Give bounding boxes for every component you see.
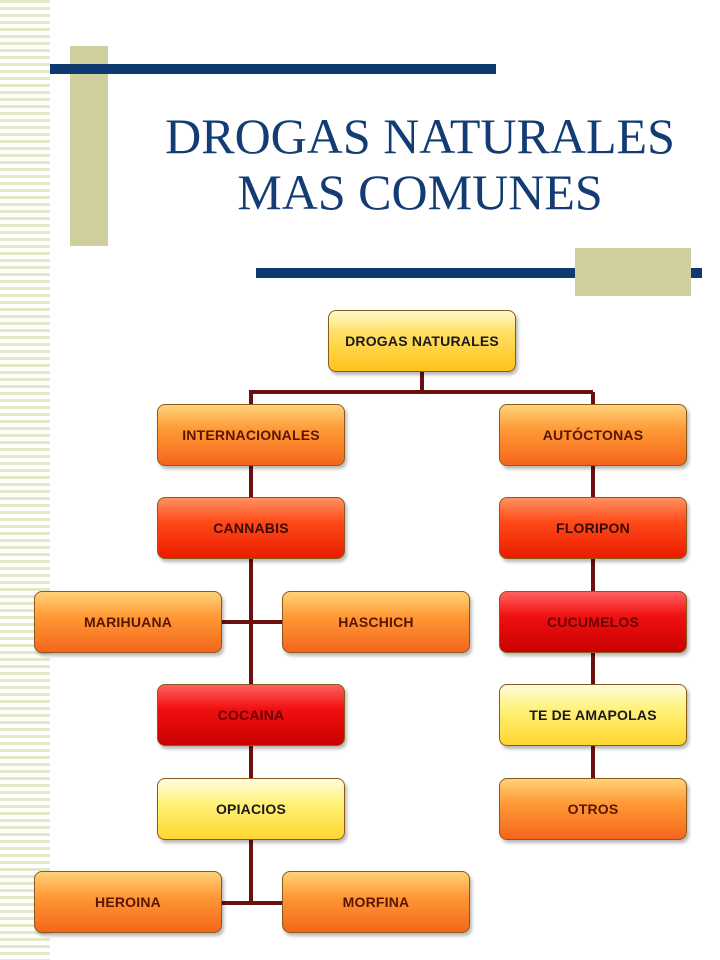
node-marihuana: MARIHUANA bbox=[34, 591, 222, 653]
node-haschich: HASCHICH bbox=[282, 591, 470, 653]
node-cucumelos: CUCUMELOS bbox=[499, 591, 687, 653]
node-te-de-amapolas: TE DE AMAPOLAS bbox=[499, 684, 687, 746]
connector-root-branches bbox=[249, 371, 424, 404]
title-line-2: MAS COMUNES bbox=[237, 164, 603, 220]
node-opiacios: OPIACIOS bbox=[157, 778, 345, 840]
title-line-1: DROGAS NATURALES bbox=[165, 108, 675, 164]
striped-margin bbox=[0, 0, 50, 960]
decorative-block bbox=[575, 248, 691, 296]
decorative-vertical-bar bbox=[70, 46, 108, 246]
node-otros: OTROS bbox=[499, 778, 687, 840]
node-drogas-naturales: DROGAS NATURALES bbox=[328, 310, 516, 372]
slide-title: DROGAS NATURALES MAS COMUNES bbox=[100, 108, 720, 220]
node-internacionales: INTERNACIONALES bbox=[157, 404, 345, 466]
node-heroina: HEROINA bbox=[34, 871, 222, 933]
node-cocaina: COCAINA bbox=[157, 684, 345, 746]
decorative-rule-bottom bbox=[256, 268, 702, 278]
node-cannabis: CANNABIS bbox=[157, 497, 345, 559]
node-autoctonas: AUTÓCTONAS bbox=[499, 404, 687, 466]
decorative-rule-top bbox=[50, 64, 496, 74]
node-morfina: MORFINA bbox=[282, 871, 470, 933]
node-floripon: FLORIPON bbox=[499, 497, 687, 559]
